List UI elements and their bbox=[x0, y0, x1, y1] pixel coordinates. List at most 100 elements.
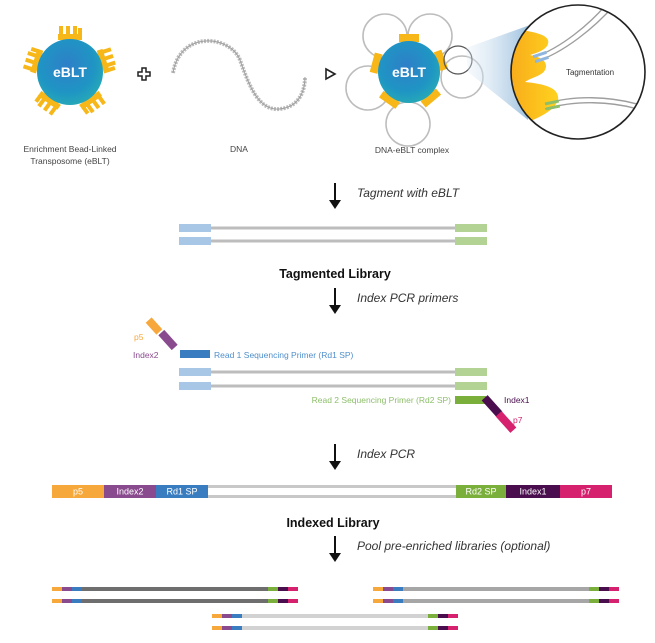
segment-p7 bbox=[609, 587, 619, 591]
p5-label: p5 bbox=[134, 332, 144, 342]
complex-transposomes bbox=[369, 34, 449, 109]
dna-strand bbox=[171, 38, 307, 112]
segment-p5 bbox=[373, 587, 383, 591]
segment-p7 bbox=[448, 614, 458, 618]
down-arrow-icon bbox=[329, 183, 341, 209]
segment-rd2sp bbox=[268, 587, 278, 591]
segment-p7 bbox=[609, 599, 619, 603]
pooled-library-strand bbox=[373, 587, 619, 591]
adapter-rd1-bottom bbox=[179, 237, 211, 245]
tagmented-fragment bbox=[179, 224, 487, 245]
step-index-pcr-label: Index PCR bbox=[357, 447, 415, 461]
transposome-tabs bbox=[22, 26, 116, 116]
segment-index1 bbox=[438, 614, 448, 618]
pooled-library-strand bbox=[373, 599, 619, 603]
segment-rd2sp bbox=[428, 614, 438, 618]
down-arrow-icon bbox=[329, 536, 341, 562]
pooled-libraries bbox=[52, 587, 619, 630]
segment-rd2sp bbox=[268, 599, 278, 603]
pooled-library-strand bbox=[52, 587, 298, 591]
adapter-rd1-top bbox=[179, 224, 211, 232]
rd2-primer-label: Read 2 Sequencing Primer (Rd2 SP) bbox=[312, 395, 452, 405]
p5-index2-primer bbox=[145, 317, 210, 358]
segment-rd1sp bbox=[156, 485, 208, 498]
index2-label: Index2 bbox=[133, 350, 159, 360]
plus-icon bbox=[137, 67, 151, 81]
segment-p5 bbox=[52, 587, 62, 591]
segment-index1 bbox=[278, 587, 288, 591]
segment-index2 bbox=[104, 485, 156, 498]
complex-caption: DNA-eBLT complex bbox=[375, 145, 450, 155]
segment-p5 bbox=[212, 626, 222, 630]
primer-annealing-diagram: p5 Index2 Read 1 Sequencing Primer (Rd1 … bbox=[133, 317, 530, 433]
p7-segment bbox=[495, 411, 517, 433]
segment-rd2sp bbox=[428, 626, 438, 630]
insert-segment bbox=[82, 599, 268, 603]
segment-p7 bbox=[288, 599, 298, 603]
p7-label: p7 bbox=[513, 415, 523, 425]
index1-label: Index1 bbox=[504, 395, 530, 405]
segment-index1 bbox=[599, 587, 609, 591]
segment-index2 bbox=[62, 587, 72, 591]
adapter-rd2-top bbox=[455, 224, 487, 232]
insert-segment bbox=[403, 599, 589, 603]
index1-segment bbox=[481, 395, 503, 417]
down-arrow-icon bbox=[329, 444, 341, 470]
rd1-sp-primer bbox=[180, 350, 210, 358]
segment-p7 bbox=[560, 485, 612, 498]
segment-rd1sp bbox=[232, 626, 242, 630]
insert-segment bbox=[242, 614, 428, 618]
insert-segment bbox=[82, 587, 268, 591]
segment-rd2sp bbox=[456, 485, 506, 498]
triangle-right-icon bbox=[325, 67, 337, 81]
rd1-primer-label: Read 1 Sequencing Primer (Rd1 SP) bbox=[214, 350, 354, 360]
segment-index1 bbox=[599, 599, 609, 603]
segment-index2 bbox=[222, 614, 232, 618]
segment-index2 bbox=[383, 587, 393, 591]
down-arrow-icon bbox=[329, 288, 341, 314]
pooled-library-strand bbox=[52, 599, 298, 603]
insert-segment bbox=[242, 626, 428, 630]
segment-index2 bbox=[222, 626, 232, 630]
rd2-sp-primer bbox=[455, 396, 486, 404]
segment-p5 bbox=[52, 599, 62, 603]
segment-p7 bbox=[288, 587, 298, 591]
step-pool-label: Pool pre-enriched libraries (optional) bbox=[357, 539, 550, 553]
segment-p5 bbox=[212, 614, 222, 618]
indexed-library-title: Indexed Library bbox=[286, 516, 379, 530]
segment-label-index1: Index1 bbox=[519, 487, 546, 497]
complex-bead bbox=[378, 41, 440, 103]
insert-segment bbox=[403, 587, 589, 591]
dna-eblt-complex: eBLT bbox=[345, 13, 484, 147]
segment-rd1sp bbox=[232, 614, 242, 618]
bead-caption-line1: Enrichment Bead-Linked bbox=[23, 144, 116, 154]
segment-index1 bbox=[278, 599, 288, 603]
segment-p5 bbox=[52, 485, 104, 498]
segment-rd1sp bbox=[72, 599, 82, 603]
p5-segment bbox=[145, 317, 163, 335]
segment-index1 bbox=[438, 626, 448, 630]
step-tagment-label: Tagment with eBLT bbox=[357, 186, 461, 200]
eblt-bead: eBLT bbox=[22, 26, 116, 116]
segment-rd1sp bbox=[72, 587, 82, 591]
segment-rd1sp bbox=[393, 599, 403, 603]
bead-label: eBLT bbox=[53, 64, 87, 80]
segment-rd2sp bbox=[589, 599, 599, 603]
tagmented-library-title: Tagmented Library bbox=[279, 267, 391, 281]
index2-segment bbox=[158, 329, 178, 351]
tagmentation-label: Tagmentation bbox=[566, 68, 614, 77]
p7-index1-primer bbox=[455, 395, 517, 433]
pooled-library-strand bbox=[212, 614, 458, 618]
segment-label-rd2sp: Rd2 SP bbox=[465, 487, 496, 497]
segment-index1 bbox=[506, 485, 560, 498]
segment-index2 bbox=[383, 599, 393, 603]
step-index-pcr-primers-label: Index PCR primers bbox=[357, 291, 458, 305]
adapter-rd2-bottom bbox=[455, 237, 487, 245]
segment-label-p5: p5 bbox=[73, 487, 83, 497]
complex-label: eBLT bbox=[392, 64, 426, 80]
bead-caption-line2: Transposome (eBLT) bbox=[30, 156, 110, 166]
pooled-library-strand bbox=[212, 626, 458, 630]
